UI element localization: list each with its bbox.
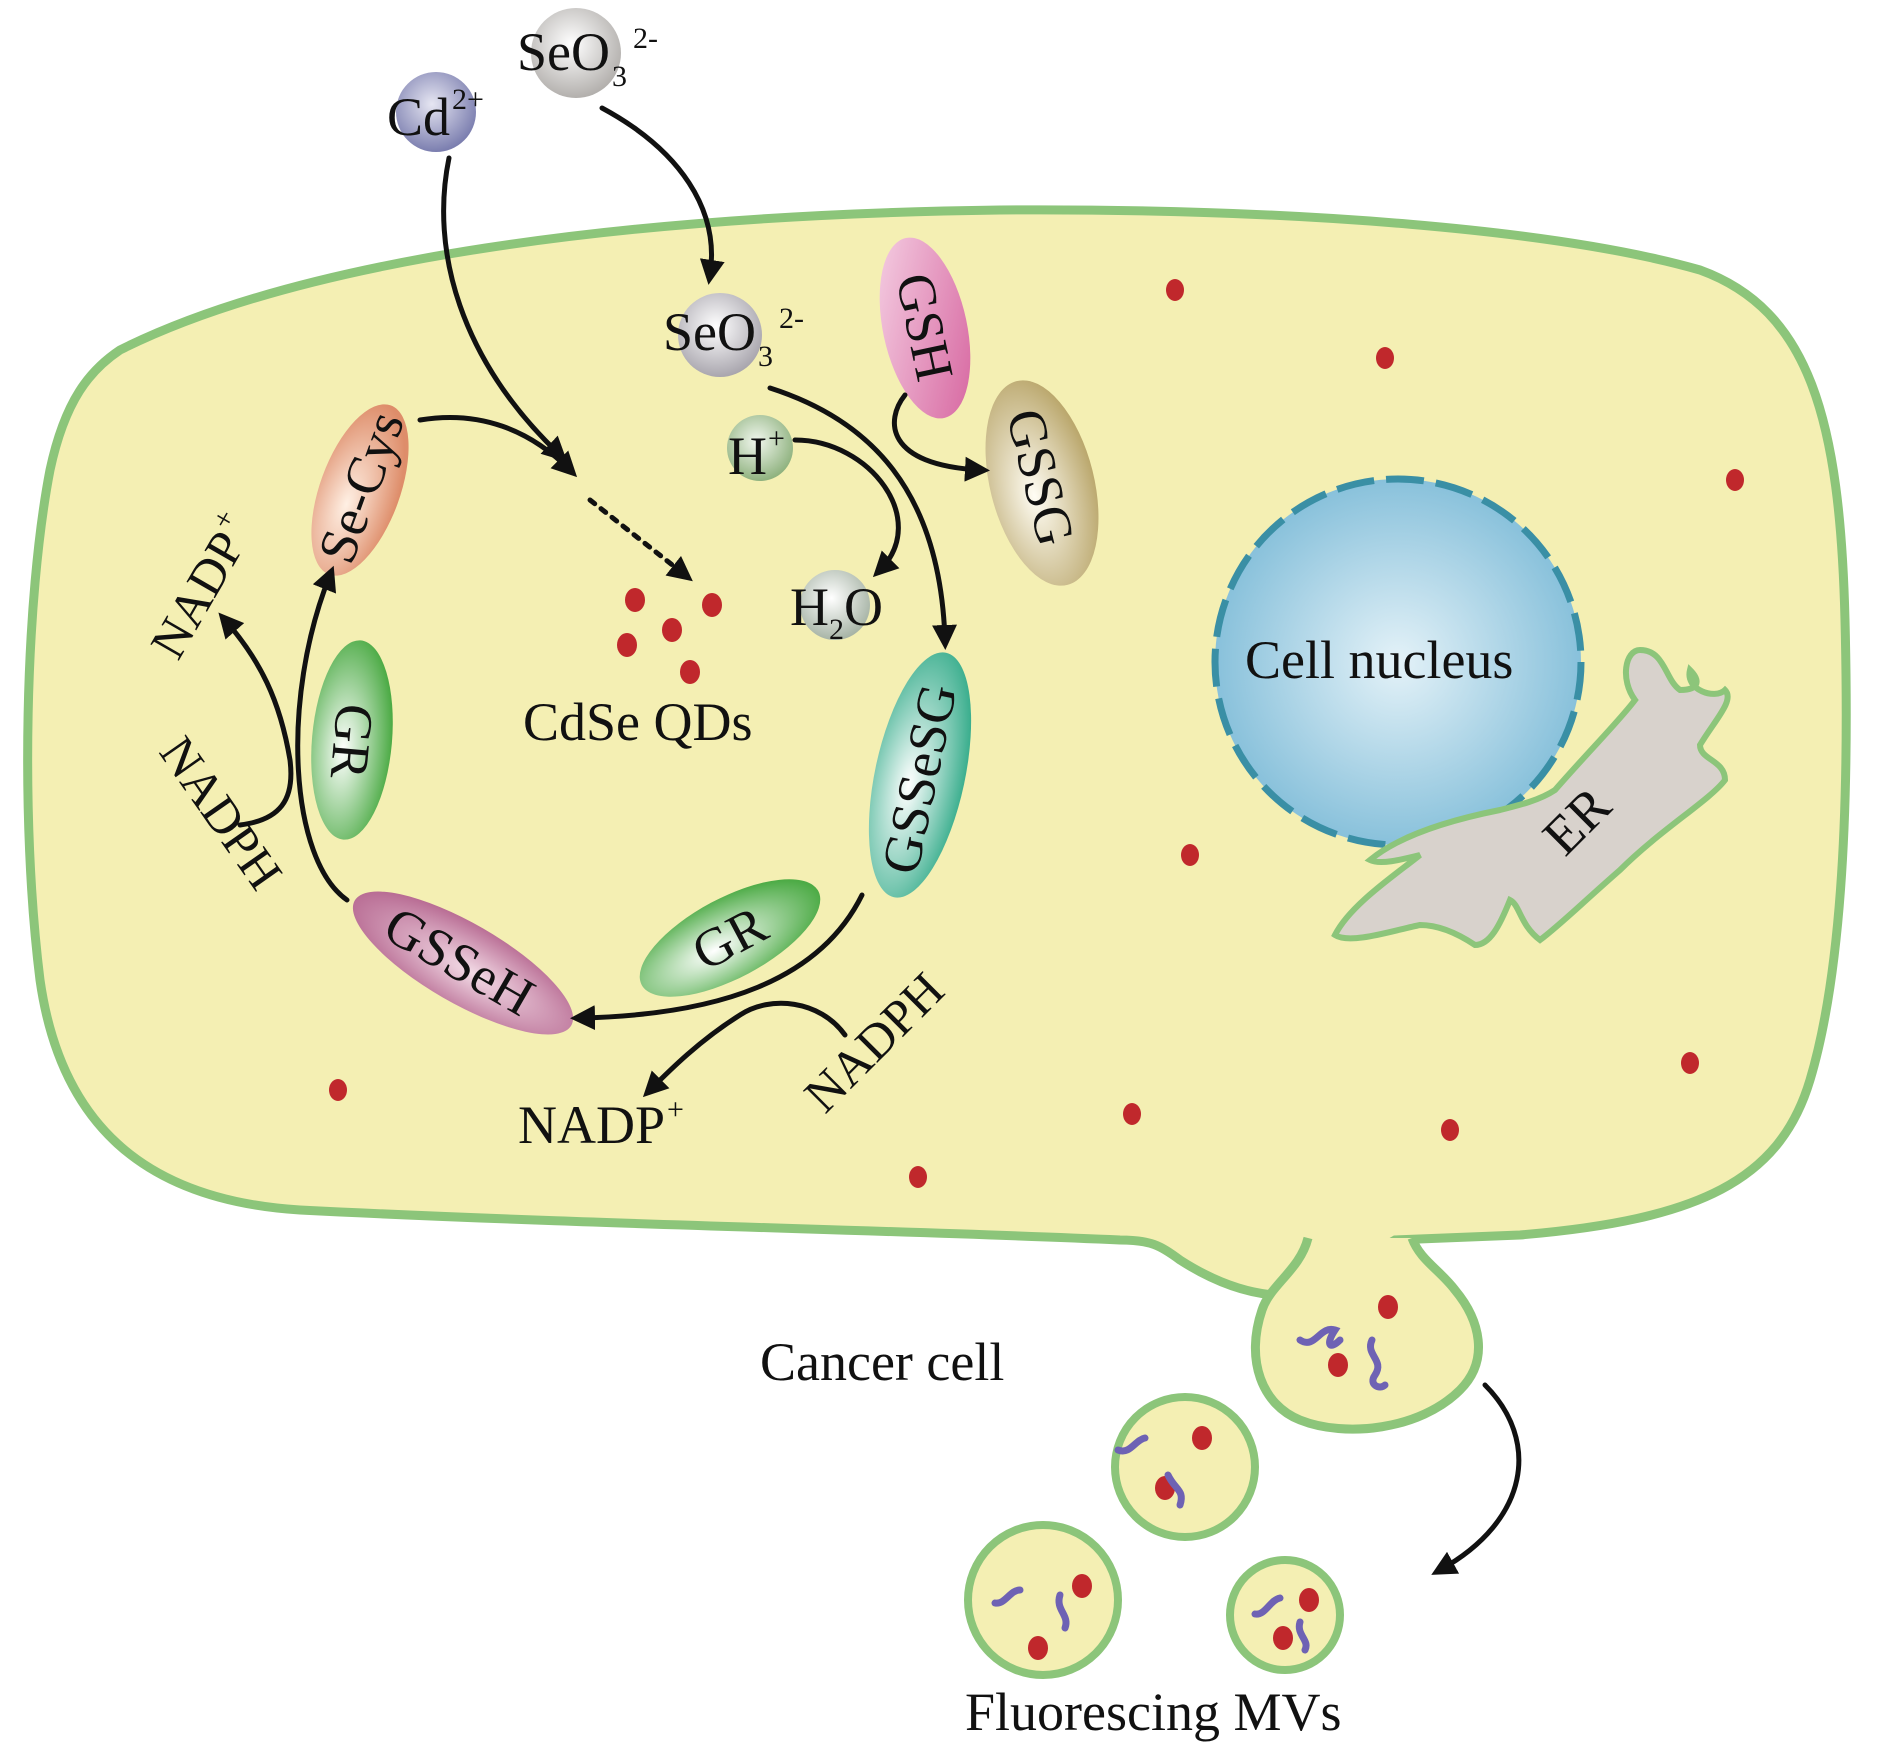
nucleus-label: Cell nucleus xyxy=(1245,630,1513,690)
selenite-int-subscript: 3 xyxy=(758,340,773,373)
selenite-ext-charge: 2- xyxy=(633,22,658,55)
cdse-qd-cluster xyxy=(617,588,722,684)
gsh-to-gssg-arrow xyxy=(892,392,990,482)
cancer-cell-label: Cancer cell xyxy=(760,1332,1004,1392)
proton-base: H xyxy=(728,426,767,486)
gsh-molecule: GSH xyxy=(879,237,971,419)
secys-to-qd-arrow xyxy=(417,415,578,478)
cd-entry-arrow xyxy=(441,155,568,462)
water: H2O xyxy=(790,570,883,646)
qd-assembly-dotted-arrow xyxy=(587,497,693,582)
selenite-ion-intracellular: SeO32- xyxy=(663,293,804,377)
gssesg-molecule: GSSeSG xyxy=(868,652,972,898)
svg-text:Cd2+: Cd2+ xyxy=(387,83,484,147)
selenite-ion-extracellular: SeO32- xyxy=(517,8,658,98)
bud-contents xyxy=(1296,1295,1398,1391)
nadp-bottom-base: NADP xyxy=(518,1095,665,1155)
cd-ion-base: Cd xyxy=(387,87,450,147)
svg-text:SeO32-: SeO32- xyxy=(517,22,658,93)
fluorescing-mvs-label: Fluorescing MVs xyxy=(965,1682,1342,1742)
microvesicle xyxy=(964,1521,1122,1679)
gsseh-to-secys-arrow xyxy=(295,565,350,903)
svg-text:SeO32-: SeO32- xyxy=(663,302,804,373)
svg-text:H2O: H2O xyxy=(790,577,883,646)
selenite-ext-base: SeO xyxy=(517,22,610,82)
budding-vesicle xyxy=(1250,1236,1483,1434)
selenite-to-gssesg-arrow xyxy=(767,385,957,650)
cd-ion: Cd2+ xyxy=(387,72,484,152)
gssg-molecule: GSSG xyxy=(985,380,1099,586)
vesicle-release-arrow xyxy=(1431,1382,1522,1575)
selenite-int-base: SeO xyxy=(663,302,756,362)
qd-dots-cytoplasm xyxy=(329,279,1744,1188)
proton-charge: + xyxy=(768,422,785,455)
cdse-qds-label: CdSe QDs xyxy=(523,692,753,752)
water-h: H xyxy=(790,577,829,637)
nadph-bottom-branch xyxy=(642,1000,848,1098)
water-o: O xyxy=(844,577,883,637)
endoplasmic-reticulum xyxy=(1331,646,1731,949)
se-cys-molecule: Se-Cys xyxy=(306,404,416,576)
cd-ion-charge: 2+ xyxy=(452,83,484,116)
svg-text:H+: H+ xyxy=(728,422,785,486)
gr-enzyme-left: GR xyxy=(311,640,393,840)
nadp-bottom-charge: + xyxy=(667,1093,684,1126)
selenite-int-charge: 2- xyxy=(779,302,804,335)
selenite-ext-subscript: 3 xyxy=(612,60,627,93)
water-subscript: 2 xyxy=(829,613,844,646)
svg-text:GR: GR xyxy=(319,702,385,782)
nadph-left-branch xyxy=(218,612,294,828)
proton: H+ xyxy=(727,415,793,486)
selenite-entry-arrow xyxy=(599,105,725,285)
proton-to-water-arrow xyxy=(792,437,901,578)
gssesg-to-gsseh-arrow xyxy=(570,892,865,1031)
microvesicle xyxy=(1226,1556,1344,1674)
nadp-label-bottom: NADP+ xyxy=(518,1093,684,1155)
microvesicle xyxy=(1111,1393,1259,1541)
